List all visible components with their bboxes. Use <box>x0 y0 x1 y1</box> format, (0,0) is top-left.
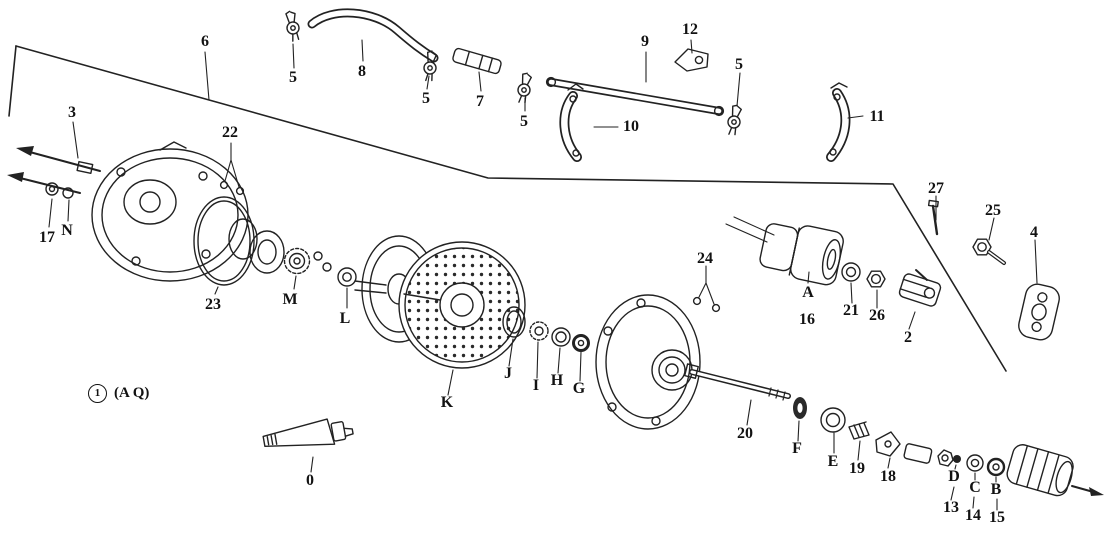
reference-note-text: (A Q) <box>114 385 150 401</box>
sealant-tube-0 <box>262 418 354 448</box>
retainer-ring <box>249 230 285 274</box>
bolt-27 <box>927 199 939 236</box>
front-shell <box>595 294 701 430</box>
mount-a-16 <box>725 216 844 286</box>
washers-d-c-b <box>953 454 1006 477</box>
spring-19 <box>848 421 870 440</box>
mounting-pins <box>7 146 101 199</box>
reference-note: 1 (A Q) <box>88 384 149 403</box>
washer-21 <box>841 262 861 282</box>
joint-7 <box>452 47 502 75</box>
nut-26 <box>866 270 886 288</box>
boundary-line <box>8 45 1007 372</box>
perforated-disc-k <box>398 241 526 369</box>
hose-clamps-5 <box>283 9 745 137</box>
circled-number: 1 <box>88 384 107 403</box>
washer-l <box>337 267 357 287</box>
boot-cylinder <box>1006 444 1104 497</box>
valve-body-assembly <box>903 443 954 467</box>
retainer-e <box>820 407 846 433</box>
bolt-25 <box>972 238 1006 265</box>
leader-lines <box>48 39 1038 511</box>
screws-24 <box>692 296 721 313</box>
clevis-2 <box>898 269 942 307</box>
gear-m <box>283 247 311 275</box>
screws-22 <box>219 180 245 196</box>
bracket-11 <box>826 82 851 162</box>
seal-f <box>793 397 807 419</box>
gasket-4 <box>1018 283 1060 341</box>
bracket-10 <box>559 83 584 162</box>
small-fasteners <box>313 251 332 272</box>
hose-8 <box>307 8 439 63</box>
seals-j-i-h-g <box>502 306 590 352</box>
pushrod-20 <box>683 363 791 401</box>
fitting-12 <box>674 48 709 72</box>
valve-18 <box>875 431 901 457</box>
o-ring-23 <box>193 196 255 286</box>
